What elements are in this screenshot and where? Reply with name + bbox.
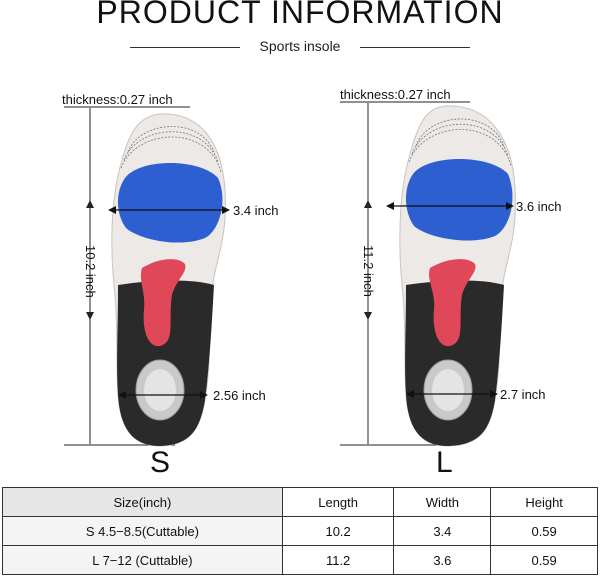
size-letter-l: L: [436, 446, 453, 479]
table-header-width: Width: [393, 487, 492, 517]
length-label-s: 10.2 inch: [83, 245, 98, 298]
table-row: L 7−12 (Cuttable) 11.2 3.6 0.59: [2, 545, 598, 575]
insole-figure-l: thickness:0.27 inch 11.2 inch 3.6 inch 2…: [300, 80, 600, 480]
table-cell-length: 10.2: [281, 516, 395, 546]
heel-width-label-s: 2.56 inch: [213, 388, 266, 403]
size-spec-table: Size(inch) Length Width Height S 4.5−8.5…: [2, 487, 598, 575]
table-row: S 4.5−8.5(Cuttable) 10.2 3.4 0.59: [2, 516, 598, 546]
subtitle: Sports insole: [259, 38, 341, 54]
insole-figure-s: thickness:0.27 inch 10.2 inch 3.4 inch 2…: [0, 80, 300, 480]
insole-l-image: [340, 101, 516, 447]
table-cell-width: 3.6: [393, 545, 492, 575]
thickness-label-s: thickness:0.27 inch: [62, 92, 173, 107]
table-cell-height: 0.59: [490, 545, 598, 575]
table-header-length: Length: [281, 487, 395, 517]
table-header-height: Height: [490, 487, 598, 517]
table-header-size: Size(inch): [2, 487, 283, 517]
table-cell-length: 11.2: [281, 545, 395, 575]
subtitle-block: Sports insole: [130, 38, 470, 56]
forefoot-width-label-l: 3.6 inch: [516, 199, 562, 214]
page-title: PRODUCT INFORMATION: [96, 0, 504, 30]
heel-width-label-l: 2.7 inch: [500, 387, 546, 402]
forefoot-width-label-s: 3.4 inch: [233, 203, 279, 218]
table-cell-size: L 7−12 (Cuttable): [2, 545, 283, 575]
subtitle-rule-left: [130, 47, 240, 48]
table-cell-width: 3.4: [393, 516, 492, 546]
table-cell-size: S 4.5−8.5(Cuttable): [2, 516, 283, 546]
length-label-l: 11.2 inch: [361, 245, 376, 297]
subtitle-rule-right: [360, 47, 470, 48]
table-cell-height: 0.59: [490, 516, 598, 546]
insole-s-image: [64, 106, 230, 447]
table-header-row: Size(inch) Length Width Height: [2, 487, 598, 517]
thickness-label-l: thickness:0.27 inch: [340, 87, 451, 102]
size-letter-s: S: [150, 446, 171, 479]
